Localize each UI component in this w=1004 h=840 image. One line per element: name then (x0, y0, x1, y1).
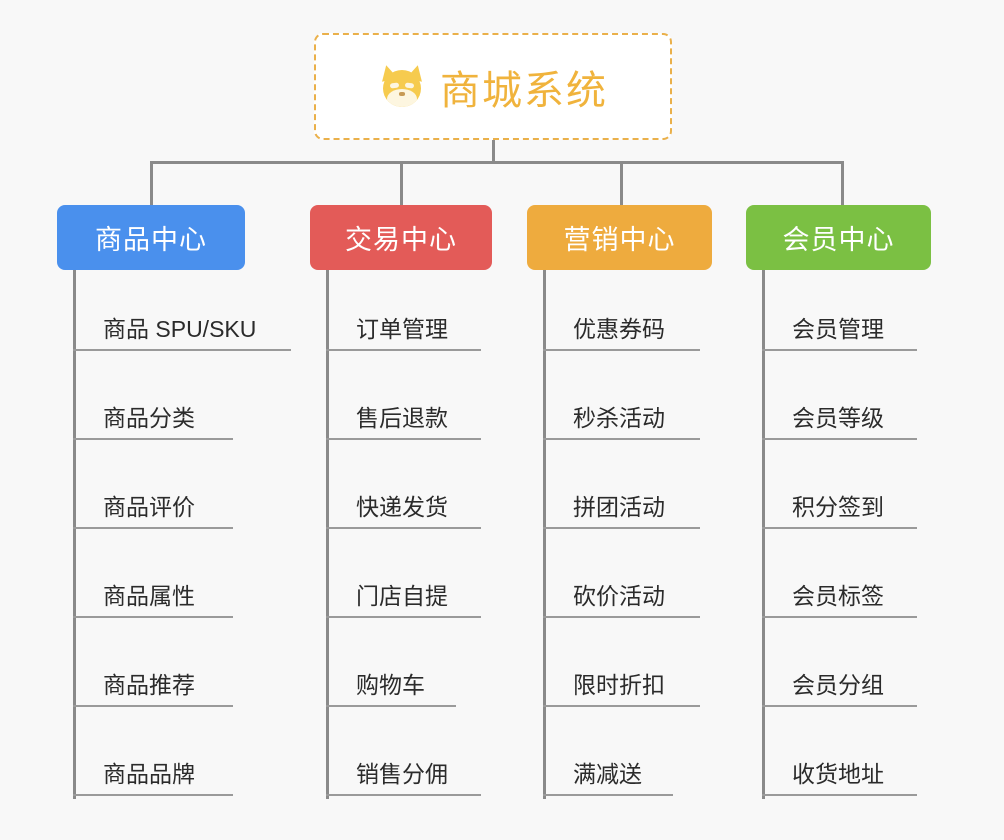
leaf-item[interactable]: 会员标签 (762, 585, 917, 618)
dog-face-icon (378, 62, 426, 111)
leaf-item[interactable]: 拼团活动 (543, 496, 700, 529)
leaf-item[interactable]: 会员分组 (762, 674, 917, 707)
leaf-item[interactable]: 满减送 (543, 763, 673, 796)
branch-trunk-line (73, 270, 76, 799)
leaf-item[interactable]: 门店自提 (326, 585, 481, 618)
leaf-item[interactable]: 商品品牌 (73, 763, 233, 796)
drop-line-2 (400, 161, 403, 210)
leaf-item[interactable]: 快递发货 (326, 496, 481, 529)
branch-trunk-line (762, 270, 765, 799)
branch-header-3[interactable]: 营销中心 (527, 205, 712, 270)
branch-header-4[interactable]: 会员中心 (746, 205, 931, 270)
leaf-item[interactable]: 售后退款 (326, 407, 481, 440)
leaf-item[interactable]: 会员管理 (762, 318, 917, 351)
leaf-item[interactable]: 会员等级 (762, 407, 917, 440)
branch-header-1[interactable]: 商品中心 (57, 205, 245, 270)
leaf-item[interactable]: 商品属性 (73, 585, 233, 618)
drop-line-3 (620, 161, 623, 210)
branch-trunk-line (326, 270, 329, 799)
leaf-item[interactable]: 商品 SPU/SKU (73, 318, 291, 351)
leaf-item[interactable]: 销售分佣 (326, 763, 481, 796)
branch-trunk-line (543, 270, 546, 799)
leaf-item[interactable]: 订单管理 (326, 318, 481, 351)
leaf-item[interactable]: 积分签到 (762, 496, 917, 529)
drop-line-1 (150, 161, 153, 210)
leaf-item[interactable]: 商品推荐 (73, 674, 233, 707)
leaf-item[interactable]: 商品评价 (73, 496, 233, 529)
leaf-item[interactable]: 砍价活动 (543, 585, 700, 618)
root-stem-line (492, 140, 495, 164)
leaf-item[interactable]: 秒杀活动 (543, 407, 700, 440)
leaf-item[interactable]: 限时折扣 (543, 674, 700, 707)
leaf-item[interactable]: 购物车 (326, 674, 456, 707)
root-title: 商城系统 (440, 68, 608, 113)
root-node[interactable]: 商城系统 (314, 33, 672, 140)
drop-line-4 (841, 161, 844, 210)
branch-header-2[interactable]: 交易中心 (310, 205, 492, 270)
leaf-item[interactable]: 收货地址 (762, 763, 917, 796)
leaf-item[interactable]: 优惠券码 (543, 318, 700, 351)
leaf-item[interactable]: 商品分类 (73, 407, 233, 440)
bus-line (150, 161, 844, 164)
